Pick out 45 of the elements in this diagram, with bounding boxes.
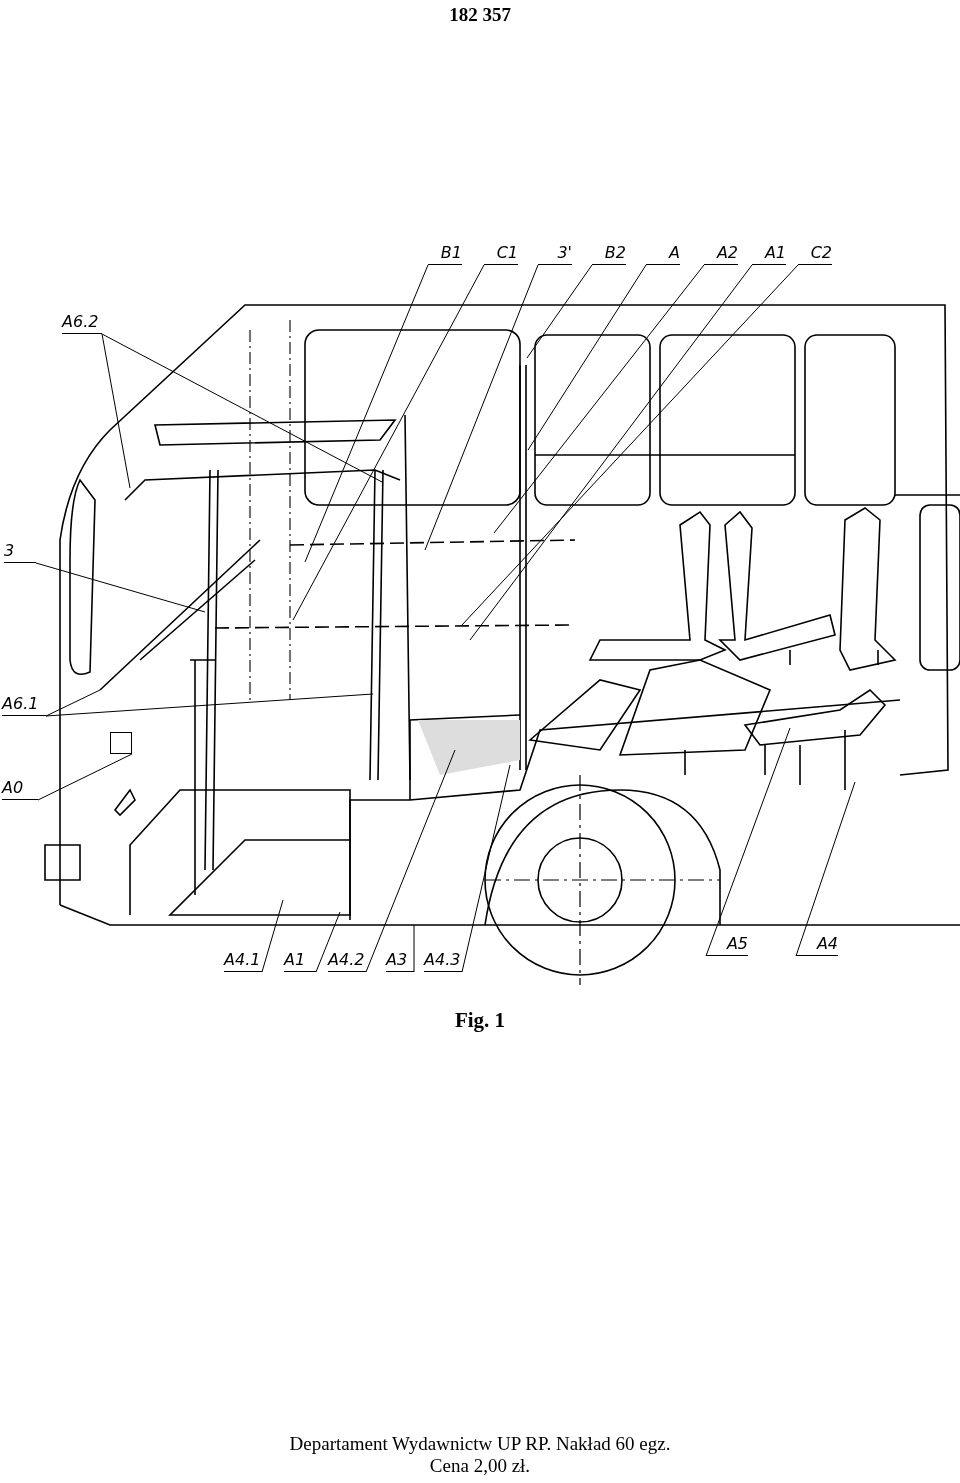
callout-label: A [646, 243, 680, 265]
footer-note: Cena 2,00 zł. [428, 1455, 532, 1477]
leader-line [45, 689, 101, 717]
leader-line [527, 264, 647, 451]
callout-label: A4 [796, 934, 838, 956]
leader-line [424, 264, 539, 551]
callout-label: C1 [484, 243, 518, 265]
leader-line [469, 264, 753, 641]
leader-line [304, 264, 429, 563]
callout-label: A1 [752, 243, 786, 265]
callout-label: A4.2 [328, 950, 366, 972]
leader-line [705, 727, 791, 957]
callout-label: A4.1 [224, 950, 262, 972]
callout-label: B1 [428, 243, 462, 265]
leader-line [261, 899, 284, 973]
figure-caption: Fig. 1 [453, 1008, 507, 1033]
callout-label: 3' [538, 243, 572, 265]
footer-note: Departament Wydawnictw UP RP. Nakład 60 egz. [288, 1433, 672, 1455]
switch-panel [110, 732, 132, 754]
leader-line [292, 264, 485, 621]
leader-line [413, 924, 415, 973]
leader-line [795, 781, 856, 957]
page-number: 182 357 [448, 4, 512, 26]
callout-label: A2 [704, 243, 738, 265]
callout-label: A5 [706, 934, 748, 956]
leader-line [101, 333, 131, 489]
leader-line [493, 264, 705, 534]
callout-label: B2 [592, 243, 626, 265]
callout-label: A3 [386, 950, 414, 972]
leader-line [35, 562, 206, 613]
leader-line [101, 333, 383, 483]
leader-line [526, 264, 593, 359]
callout-label: A0 [2, 778, 38, 800]
callout-label: C2 [798, 243, 832, 265]
callout-label: A1 [284, 950, 316, 972]
leader-line [461, 764, 511, 973]
leader-line [37, 753, 133, 801]
leader-line [315, 911, 341, 973]
callout-label: A4.3 [424, 950, 462, 972]
leader-line [45, 693, 374, 717]
callout-label: A6.2 [62, 312, 102, 334]
callout-label: A6.1 [2, 694, 46, 716]
leader-line [365, 749, 456, 973]
callout-label: 3 [4, 541, 36, 563]
leader-line [461, 264, 799, 626]
